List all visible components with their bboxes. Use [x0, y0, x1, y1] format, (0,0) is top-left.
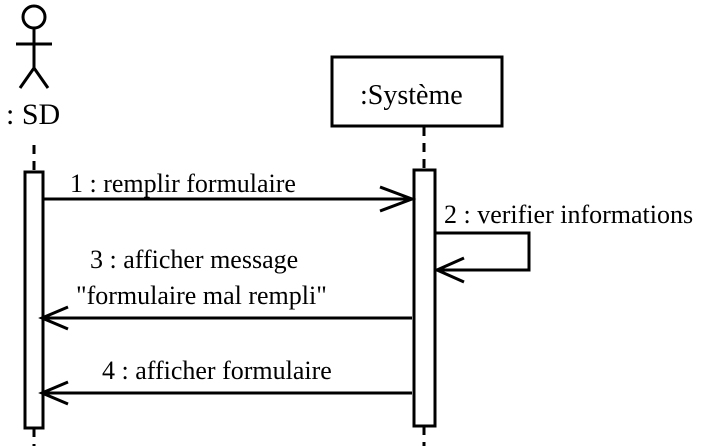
actor-icon: [16, 4, 52, 89]
message-3-arrow: [38, 305, 412, 331]
message-2-label: 2 : verifier informations: [444, 200, 693, 229]
message-1-label: 1 : remplir formulaire: [70, 169, 296, 198]
actor-activation-bar: [23, 170, 45, 430]
system-object-box: [330, 55, 504, 128]
message-4-arrow: [38, 380, 412, 406]
message-2-self-arrow: [433, 231, 531, 284]
message-3-label-line2: "formulaire mal rempli": [76, 281, 327, 310]
message-4-label: 4 : afficher formulaire: [102, 356, 332, 385]
message-3-label-line1: 3 : afficher message: [90, 245, 298, 274]
system-activation-bar: [412, 168, 437, 428]
message-1-arrow: [43, 185, 417, 213]
actor-label: : SD: [6, 98, 60, 131]
system-label: :Système: [360, 80, 463, 111]
